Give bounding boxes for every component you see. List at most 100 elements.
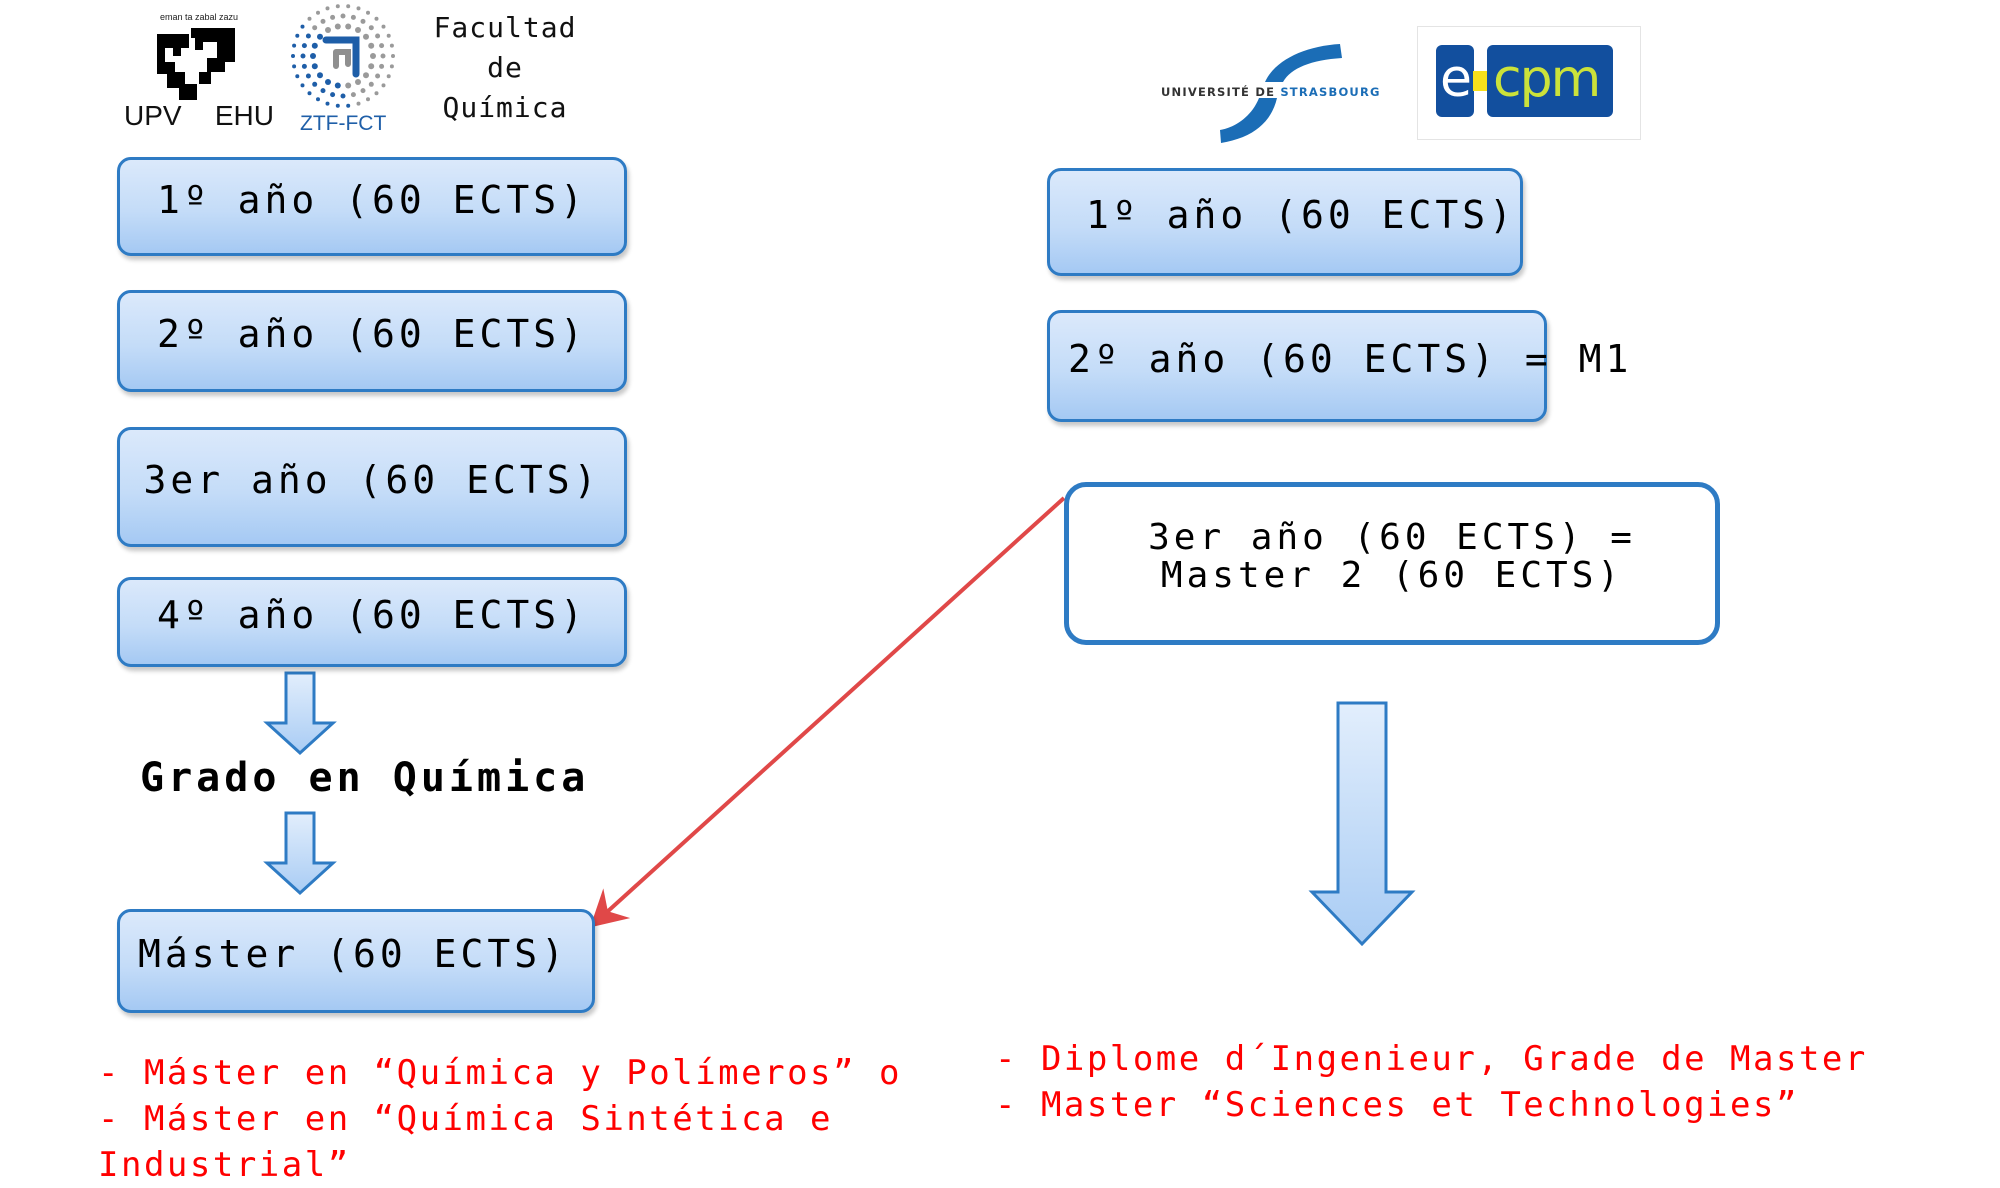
ztf-dot [345,23,352,30]
left-year-1-label: 1º año (60 ECTS) [156,177,588,222]
ztf-dot [300,83,305,88]
strasbourg-s-icon [1220,44,1342,143]
faculty-title-line: de [487,51,523,84]
ztf-dot [320,88,326,94]
left-outcome-item: - Máster en “Química Sintética e [98,1099,834,1139]
ztf-dot [340,93,346,99]
red-link-arrow [590,496,1066,928]
degree-label: Grado en Química [140,755,590,801]
ztf-dot [311,63,318,70]
ztf-dot [368,42,375,49]
ztf-dot [375,73,381,79]
strasbourg-label: UNIVERSITÉ DE STRASBOURG [1161,85,1381,99]
ztf-dot [330,14,336,20]
ztf-dot [312,81,318,87]
ztf-fct-label: ZTF-FCT [300,112,387,135]
ztf-dot [340,13,346,19]
ztf-dot [301,43,307,49]
ztf-dot [368,81,374,87]
ztf-dot [291,54,295,58]
ecpm-e-letter: e [1440,49,1472,109]
ztf-dot [316,97,320,102]
upv-motto: eman ta zabal zazu [160,12,239,22]
ztf-dot [379,63,385,69]
left-year-4-box: 4º año (60 ECTS) [117,577,627,667]
ztf-dot [320,18,326,24]
ztf-dot [325,79,331,85]
ehu-label: EHU [214,100,274,131]
ztf-dot [305,33,311,39]
ztf-dot [311,42,318,49]
ztf-dot [350,14,356,20]
ztf-dot [386,33,391,38]
ztf-dot [350,92,356,98]
ecpm-yellow-bar [1473,71,1487,91]
ztf-dot [301,63,307,69]
ztf-dot [380,53,386,59]
ztf-dot [334,82,341,89]
ztf-dot [325,27,331,33]
ztf-dot [295,74,300,79]
faculty-title: Facultad de Química [420,8,590,128]
right-year-3-line: Master 2 (60 ECTS) [1160,554,1624,596]
ztf-dot [360,88,366,94]
left-master-box: Máster (60 ECTS) [117,909,595,1013]
left-outcome-item: Industrial” [98,1145,351,1185]
left-year-4-label: 4º año (60 ECTS) [156,593,588,637]
ztf-dot [391,54,395,58]
ztf-dot [366,10,370,15]
ztf-dot [345,82,352,89]
ztf-dot [300,24,305,29]
ztf-dot [389,64,394,69]
ztf-dot [307,16,312,21]
right-year-2-label: 2º año (60 ECTS) = M1 [1068,337,1633,381]
left-master-label: Máster (60 ECTS) [138,932,569,976]
ztf-dot [346,4,351,9]
left-year-2-box: 2º año (60 ECTS) [117,290,627,392]
ztf-dot [355,79,361,85]
ztf-dot [307,91,312,96]
ztf-dot [335,103,340,108]
upv-tree-icon [157,28,235,100]
ztf-dot [317,33,323,40]
ztf-dot [325,6,330,11]
upv-ehu-logo: eman ta zabal zazu UPV EHU [120,8,274,133]
ztf-dot [381,24,386,29]
ztf-dot [325,101,330,106]
left-year-3-label: 3er año (60 ECTS) [143,458,601,502]
ztf-dot [363,72,369,79]
faculty-title-line: Facultad [433,11,577,44]
ztf-dot [334,23,341,30]
ztf-dot [335,4,340,9]
right-outcome-item: - Master “Sciences et Technologies” [995,1085,1799,1125]
ztf-dot [379,43,385,49]
faculty-title-line: Química [442,91,568,124]
ztf-dot [317,72,323,79]
right-outcome-item: - Diplome d´Ingenieur, Grade de Master [995,1039,1868,1079]
right-outcomes-list: - Diplome d´Ingenieur, Grade de Master -… [995,1036,1868,1128]
strasbourg-logo: UNIVERSITÉ DE STRASBOURG [1155,38,1410,143]
ztf-dot [368,63,375,70]
ztf-dot [381,83,386,88]
ztf-dot [305,73,311,79]
right-year-2-box: 2º año (60 ECTS) = M1 [1047,310,1628,422]
ztf-dot [316,10,320,15]
right-year-3-box: 3er año (60 ECTS) = Master 2 (60 ECTS) [1064,482,1720,645]
ztf-dot [356,6,361,11]
upv-label: UPV [124,100,182,131]
ztf-dot [366,97,370,102]
right-year-1-label: 1º año (60 ECTS) [1086,193,1517,237]
ecpm-e-block: e [1436,45,1474,117]
ztf-fct-logo: ZTF-FCT [288,4,398,136]
down-arrow-to-master [263,811,337,896]
strasbourg-label-blue: STRASBOURG [1280,85,1381,99]
ztf-dot [292,64,297,69]
ztf-dot [370,53,376,59]
ztf-dot [310,53,316,59]
ztf-dot [368,25,374,31]
down-arrow-right-outcome [1308,701,1416,947]
ecpm-cpm-block: cpm [1487,45,1613,117]
ztf-dot [330,92,336,98]
ztf-dot [295,33,300,38]
ztf-dot [292,43,297,48]
